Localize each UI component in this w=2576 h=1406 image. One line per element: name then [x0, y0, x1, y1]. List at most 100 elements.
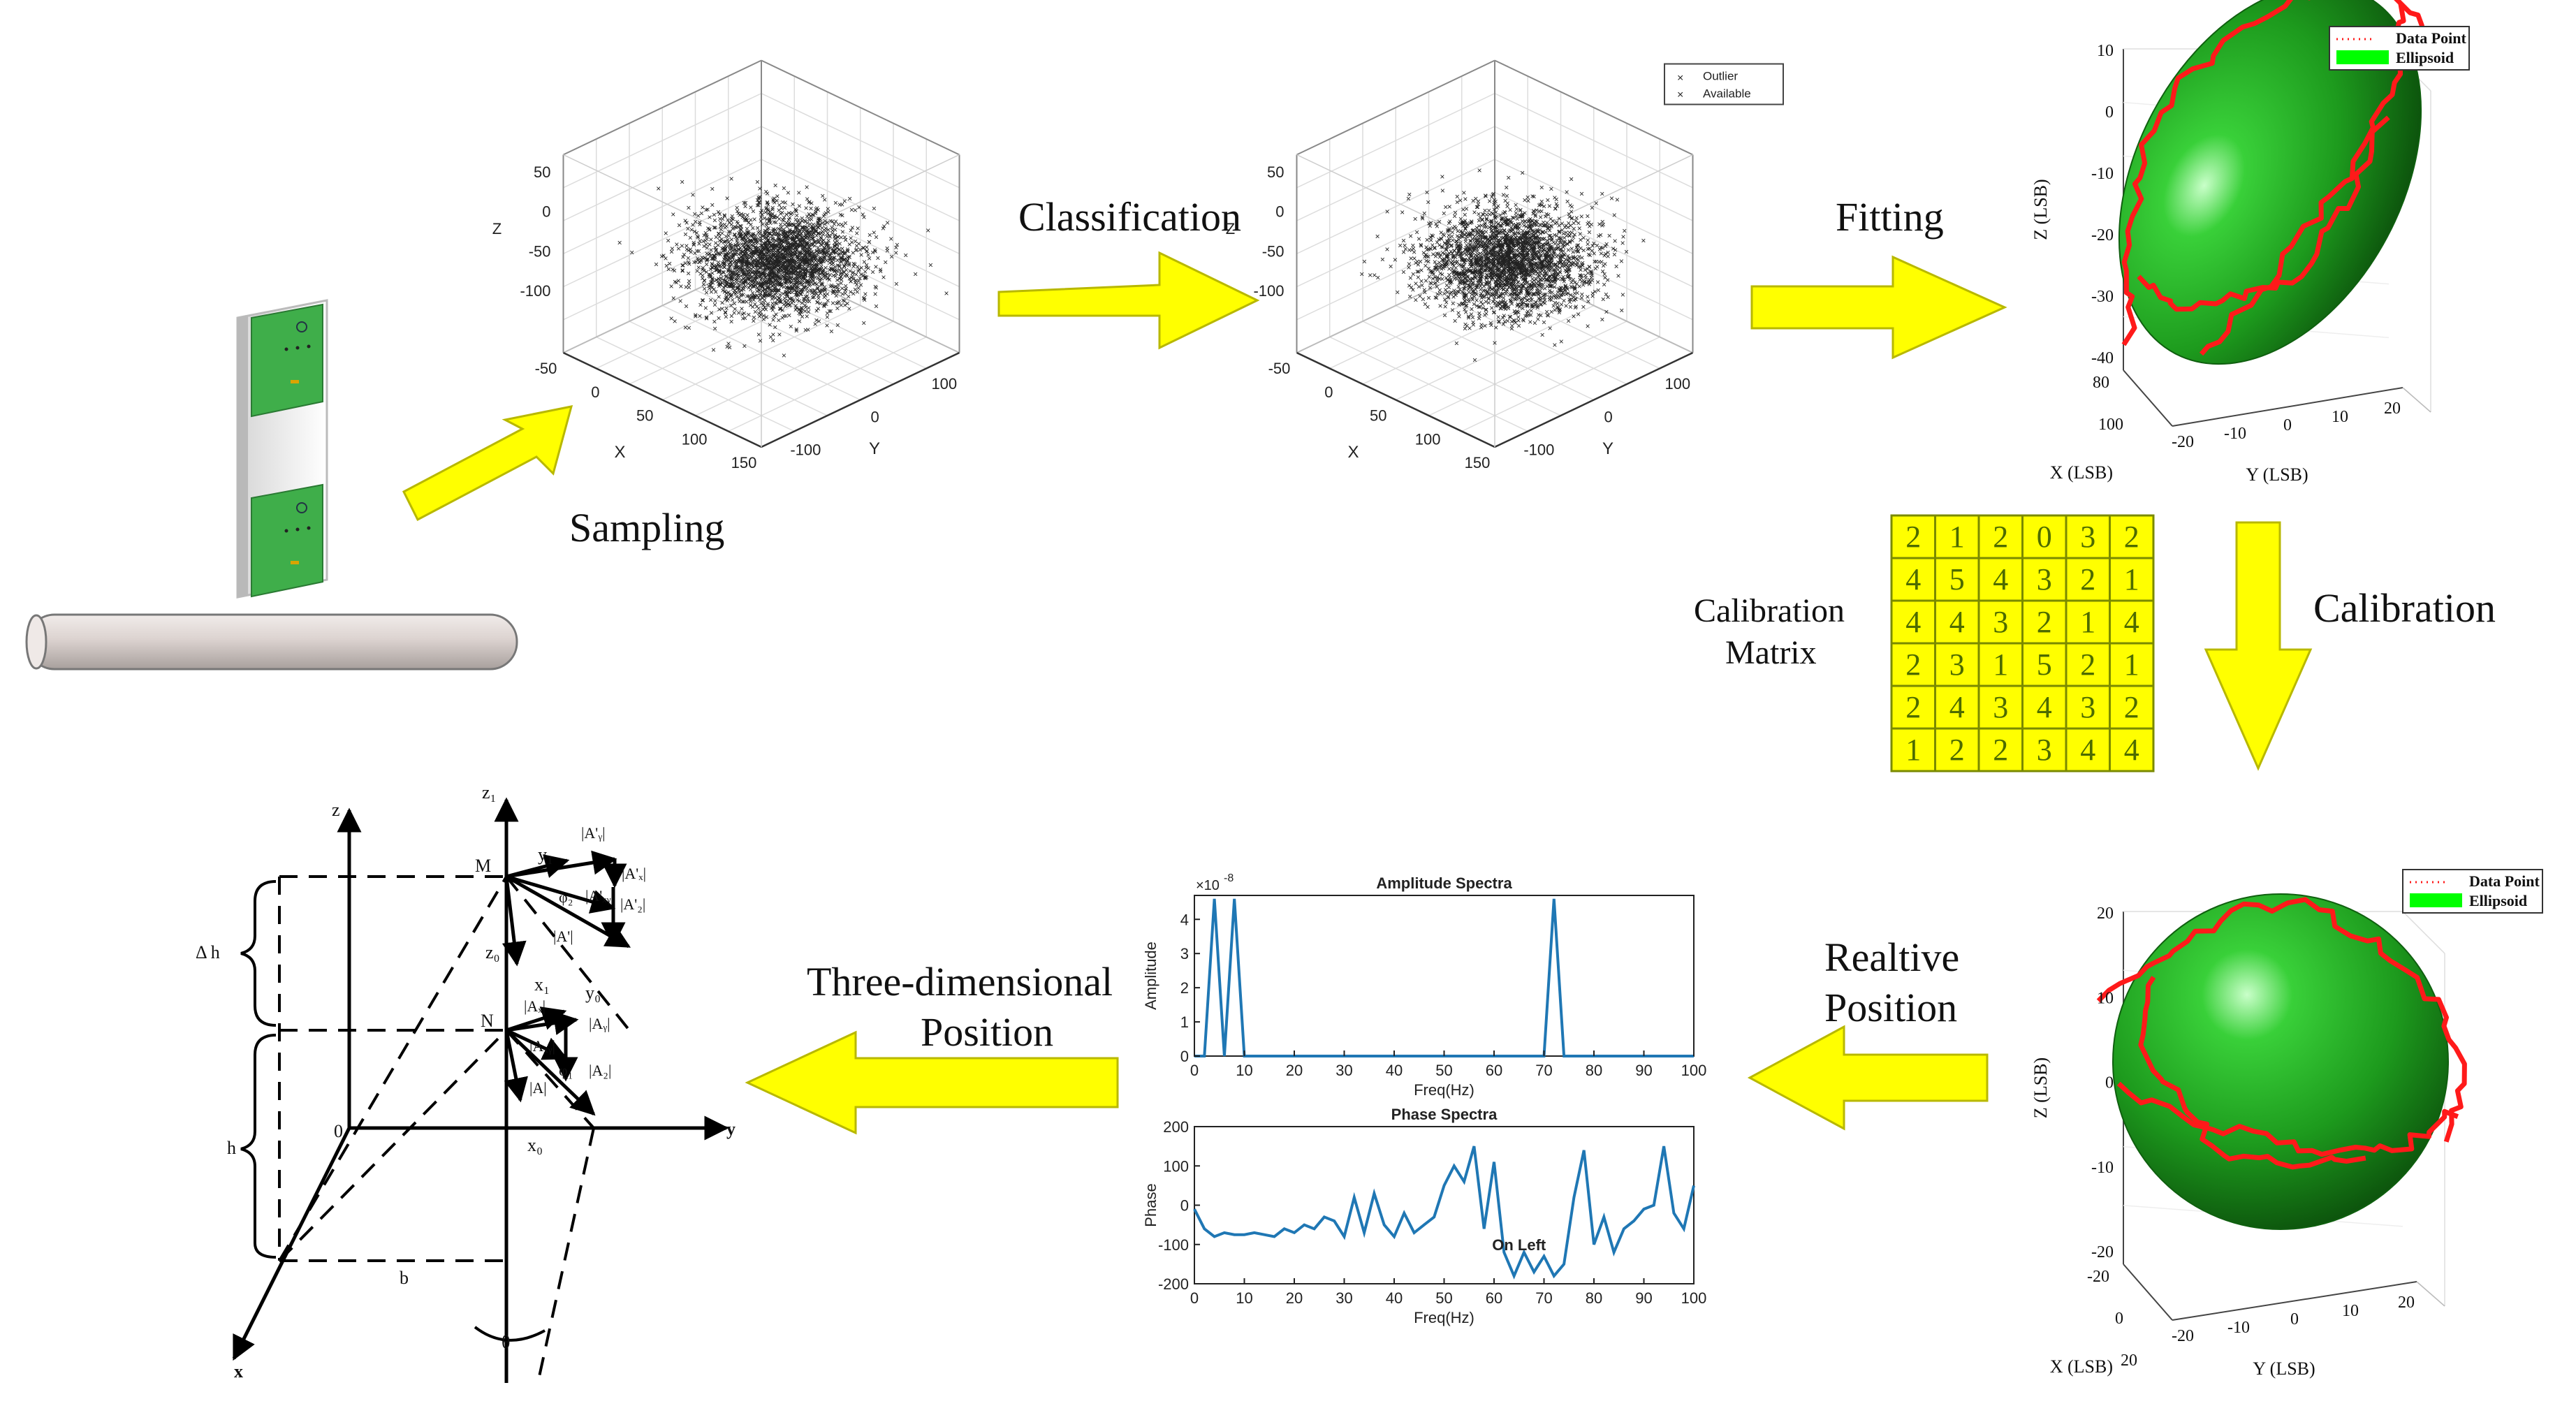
y-tick-label: 4	[1180, 911, 1189, 928]
svg-text:×: ×	[903, 250, 908, 260]
matrix-value: 1	[2124, 647, 2139, 682]
svg-text:×: ×	[617, 238, 622, 248]
svg-text:×: ×	[1479, 323, 1484, 332]
svg-text:×: ×	[695, 246, 700, 256]
matrix-value: 2	[2124, 690, 2139, 724]
svg-text:×: ×	[797, 251, 802, 261]
z-tick-label: 0	[1275, 203, 1284, 221]
plot-frame	[1194, 895, 1694, 1056]
svg-text:×: ×	[711, 345, 716, 355]
svg-text:×: ×	[1620, 290, 1625, 300]
svg-text:×: ×	[1375, 272, 1380, 282]
svg-text:×: ×	[654, 259, 659, 269]
legend-ellipsoid-swatch	[2410, 893, 2462, 907]
svg-text:×: ×	[763, 187, 768, 197]
svg-text:×: ×	[744, 297, 749, 307]
sensor-strip-edge	[237, 316, 248, 597]
svg-text:×: ×	[839, 300, 844, 310]
svg-text:×: ×	[742, 341, 747, 351]
geo-h: h	[227, 1138, 236, 1158]
y-tick-label: 0	[1604, 408, 1612, 425]
svg-text:×: ×	[786, 311, 791, 321]
geo-z: z	[332, 800, 340, 820]
svg-text:×: ×	[814, 263, 819, 273]
x-axis-label: X	[614, 443, 625, 462]
svg-text:×: ×	[805, 182, 810, 192]
svg-text:×: ×	[790, 295, 795, 305]
z-tick-label: 20	[2097, 905, 2114, 923]
pipe-end	[27, 615, 46, 668]
matrix-value: 3	[2037, 733, 2052, 767]
svg-text:×: ×	[944, 288, 949, 298]
legend-data-point: Data Point	[2469, 872, 2540, 890]
svg-text:×: ×	[1440, 186, 1445, 196]
svg-text:×: ×	[1558, 283, 1563, 293]
x-tick-label: 40	[1386, 1289, 1403, 1307]
svg-text:×: ×	[697, 311, 702, 321]
svg-text:×: ×	[1565, 187, 1569, 197]
svg-text:×: ×	[1585, 292, 1590, 302]
svg-text:×: ×	[1616, 271, 1621, 281]
matrix-value: 3	[2080, 690, 2095, 724]
plot-title: Phase Spectra	[1391, 1106, 1498, 1123]
svg-text:×: ×	[786, 242, 791, 252]
svg-text:×: ×	[761, 269, 766, 279]
svg-text:×: ×	[756, 330, 761, 339]
svg-text:×: ×	[872, 204, 877, 214]
svg-text:×: ×	[1414, 228, 1419, 237]
legend-marker: ×	[1677, 73, 1683, 85]
svg-text:×: ×	[741, 265, 746, 275]
svg-text:×: ×	[629, 247, 634, 257]
svg-text:×: ×	[1619, 306, 1624, 316]
x-tick-label: -50	[1268, 360, 1291, 377]
svg-text:×: ×	[928, 261, 933, 270]
y-tick-label: 0	[870, 408, 879, 425]
svg-text:×: ×	[1579, 293, 1584, 303]
svg-text:×: ×	[845, 298, 850, 308]
svg-text:×: ×	[1407, 292, 1412, 302]
matrix-value: 2	[1949, 733, 1965, 767]
svg-text:×: ×	[700, 295, 705, 305]
svg-text:×: ×	[829, 326, 834, 336]
svg-text:×: ×	[858, 244, 863, 254]
svg-text:×: ×	[825, 321, 830, 330]
y-tick-label: -20	[2172, 1327, 2194, 1345]
svg-text:×: ×	[722, 268, 726, 277]
label-calibration-matrix-2: Matrix	[1725, 634, 1817, 671]
x-tick-label: 150	[1465, 454, 1491, 471]
matrix-value: 4	[1993, 562, 2008, 596]
svg-text:×: ×	[766, 301, 770, 311]
geo-Axy-prime: |A'ₓᵧ|	[585, 887, 614, 905]
x-tick-label: 0	[2115, 1310, 2123, 1328]
matrix-value: 4	[2080, 733, 2095, 767]
y-axis-label: Phase	[1142, 1183, 1159, 1226]
svg-text:×: ×	[737, 230, 742, 240]
geo-z1: z₁	[482, 782, 497, 803]
svg-text:×: ×	[832, 232, 837, 242]
svg-text:×: ×	[669, 314, 674, 323]
ellipsoid-surface	[2113, 894, 2448, 1229]
z-tick-label: -40	[2091, 349, 2114, 367]
svg-text:×: ×	[814, 221, 819, 230]
x-tick-label: 100	[2098, 416, 2123, 434]
svg-text:×: ×	[732, 298, 737, 308]
x-tick-label: 20	[1286, 1289, 1303, 1307]
y-tick-label: -200	[1158, 1275, 1189, 1293]
svg-text:×: ×	[666, 236, 671, 246]
legend-ellipsoid: Ellipsoid	[2396, 49, 2454, 66]
svg-text:×: ×	[823, 291, 828, 300]
x-tick-label: 10	[1236, 1289, 1252, 1307]
geo-y0: y₀	[585, 983, 601, 1003]
y-axis-label: Y (LSB)	[2253, 1359, 2315, 1379]
svg-text:×: ×	[1393, 255, 1398, 265]
legend-outlier: Outlier	[1703, 70, 1738, 83]
geo-phi2: φ₂	[559, 888, 573, 906]
geo-Ay: |Aᵧ|	[589, 1015, 610, 1032]
geo-Ay-prime: |A'ᵧ|	[581, 824, 606, 842]
z-tick-label: -50	[1262, 242, 1285, 260]
svg-text:×: ×	[823, 226, 828, 235]
legend-data-point: Data Point	[2396, 29, 2467, 47]
svg-text:×: ×	[822, 195, 827, 205]
